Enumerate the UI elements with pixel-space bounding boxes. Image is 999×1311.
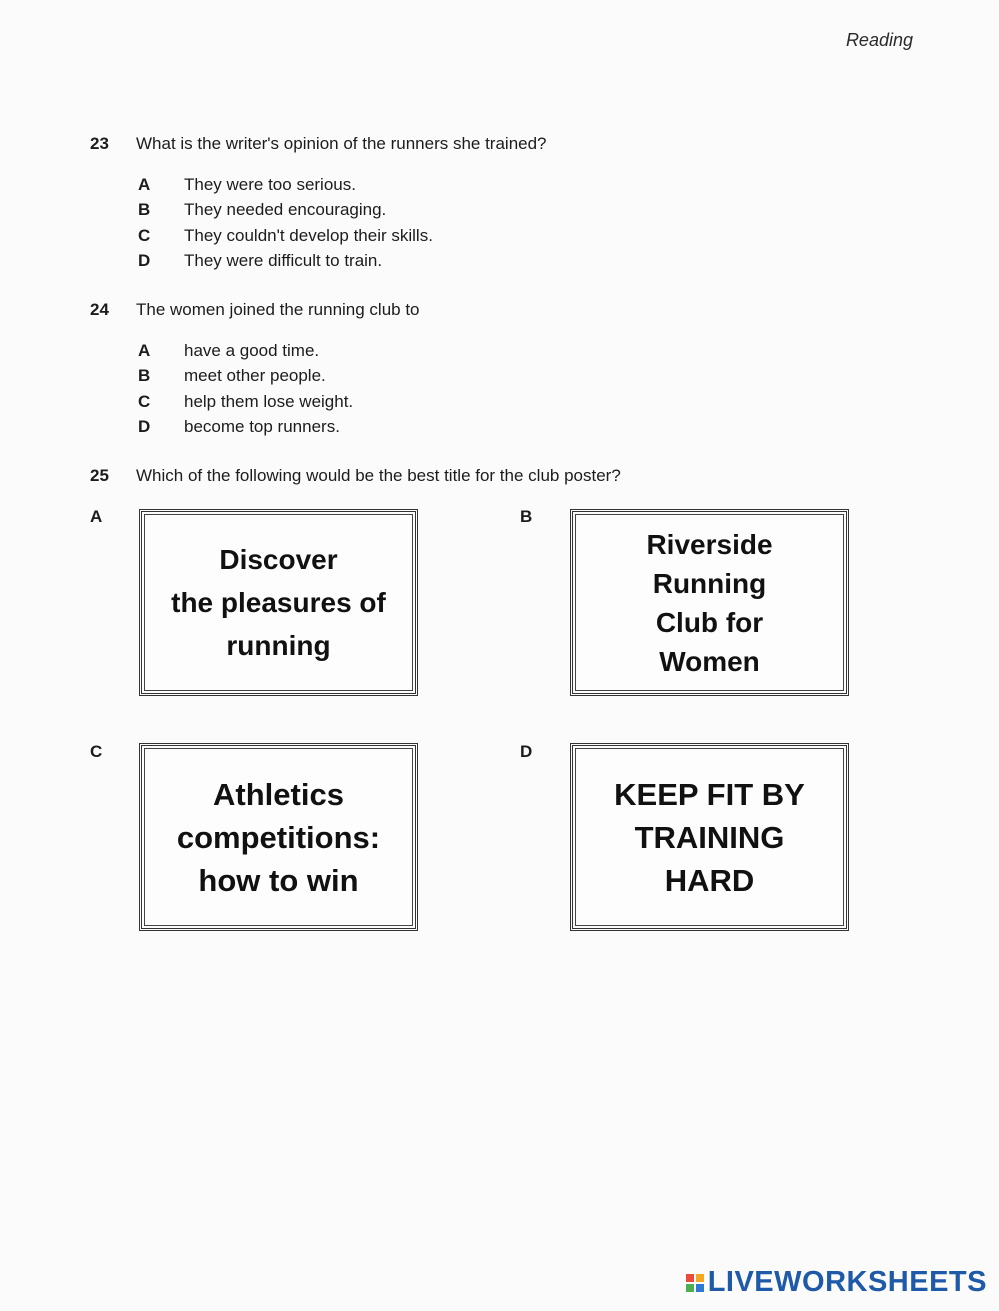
poster-letter-a: A <box>90 507 103 526</box>
option-text: become top runners. <box>184 417 340 437</box>
poster-title: Riverside Running Club for Women <box>646 528 773 677</box>
option-letter: B <box>138 366 151 386</box>
option-text: They were difficult to train. <box>184 251 383 271</box>
poster-option-a[interactable]: Discover the pleasures of running <box>139 509 418 696</box>
question-number: 23 <box>90 134 109 153</box>
poster-title: KEEP FIT BY TRAINING HARD <box>614 776 805 898</box>
option-letter: B <box>138 200 151 220</box>
section-title: Reading <box>845 30 913 50</box>
poster-option-d[interactable]: KEEP FIT BY TRAINING HARD <box>570 743 849 931</box>
option-text: meet other people. <box>184 366 326 386</box>
logo-square <box>695 1273 704 1282</box>
question-text: Which of the following would be the best… <box>136 466 621 485</box>
question-text: What is the writer's opinion of the runn… <box>136 134 547 153</box>
logo-square <box>685 1273 694 1282</box>
poster-letter-b: B <box>520 507 533 526</box>
option-b[interactable]: B They needed encouraging. <box>138 197 433 222</box>
poster-option-b[interactable]: Riverside Running Club for Women <box>570 509 849 696</box>
option-letter: A <box>138 341 151 360</box>
option-list: A They were too serious. B They needed enc… <box>138 172 433 274</box>
option-letter: A <box>138 175 151 194</box>
logo-text: LIVEWORKSHEETS <box>707 1266 987 1298</box>
option-text: help them lose weight. <box>184 391 354 411</box>
poster-title: Discover the pleasures of running <box>171 544 386 661</box>
option-letter: C <box>138 225 151 245</box>
logo-mark-icon <box>685 1273 704 1292</box>
liveworksheets-logo[interactable]: LIVEWORKSHEETS <box>685 1266 987 1299</box>
question-number: 25 <box>90 466 109 485</box>
poster-letter-c: C <box>90 742 103 761</box>
question-text: The women joined the running club to <box>136 300 420 319</box>
poster-letter-d: D <box>520 742 533 761</box>
logo-square <box>695 1283 704 1292</box>
poster-option-c[interactable]: Athletics competitions: how to win <box>139 743 418 931</box>
poster-title: Athletics competitions: how to win <box>176 776 381 898</box>
option-text: They couldn't develop their skills. <box>184 225 433 245</box>
logo-square <box>685 1283 694 1292</box>
question-number: 24 <box>90 300 109 319</box>
option-a[interactable]: A They were too serious. <box>138 172 433 197</box>
option-text: They needed encouraging. <box>184 200 387 220</box>
option-d[interactable]: D They were difficult to train. <box>138 248 433 273</box>
option-c[interactable]: C They couldn't develop their skills. <box>138 223 433 248</box>
option-text: They were too serious. <box>184 175 356 194</box>
option-letter: C <box>138 391 151 411</box>
option-letter: D <box>138 251 151 271</box>
option-letter: D <box>138 417 151 437</box>
option-text: have a good time. <box>184 341 320 360</box>
